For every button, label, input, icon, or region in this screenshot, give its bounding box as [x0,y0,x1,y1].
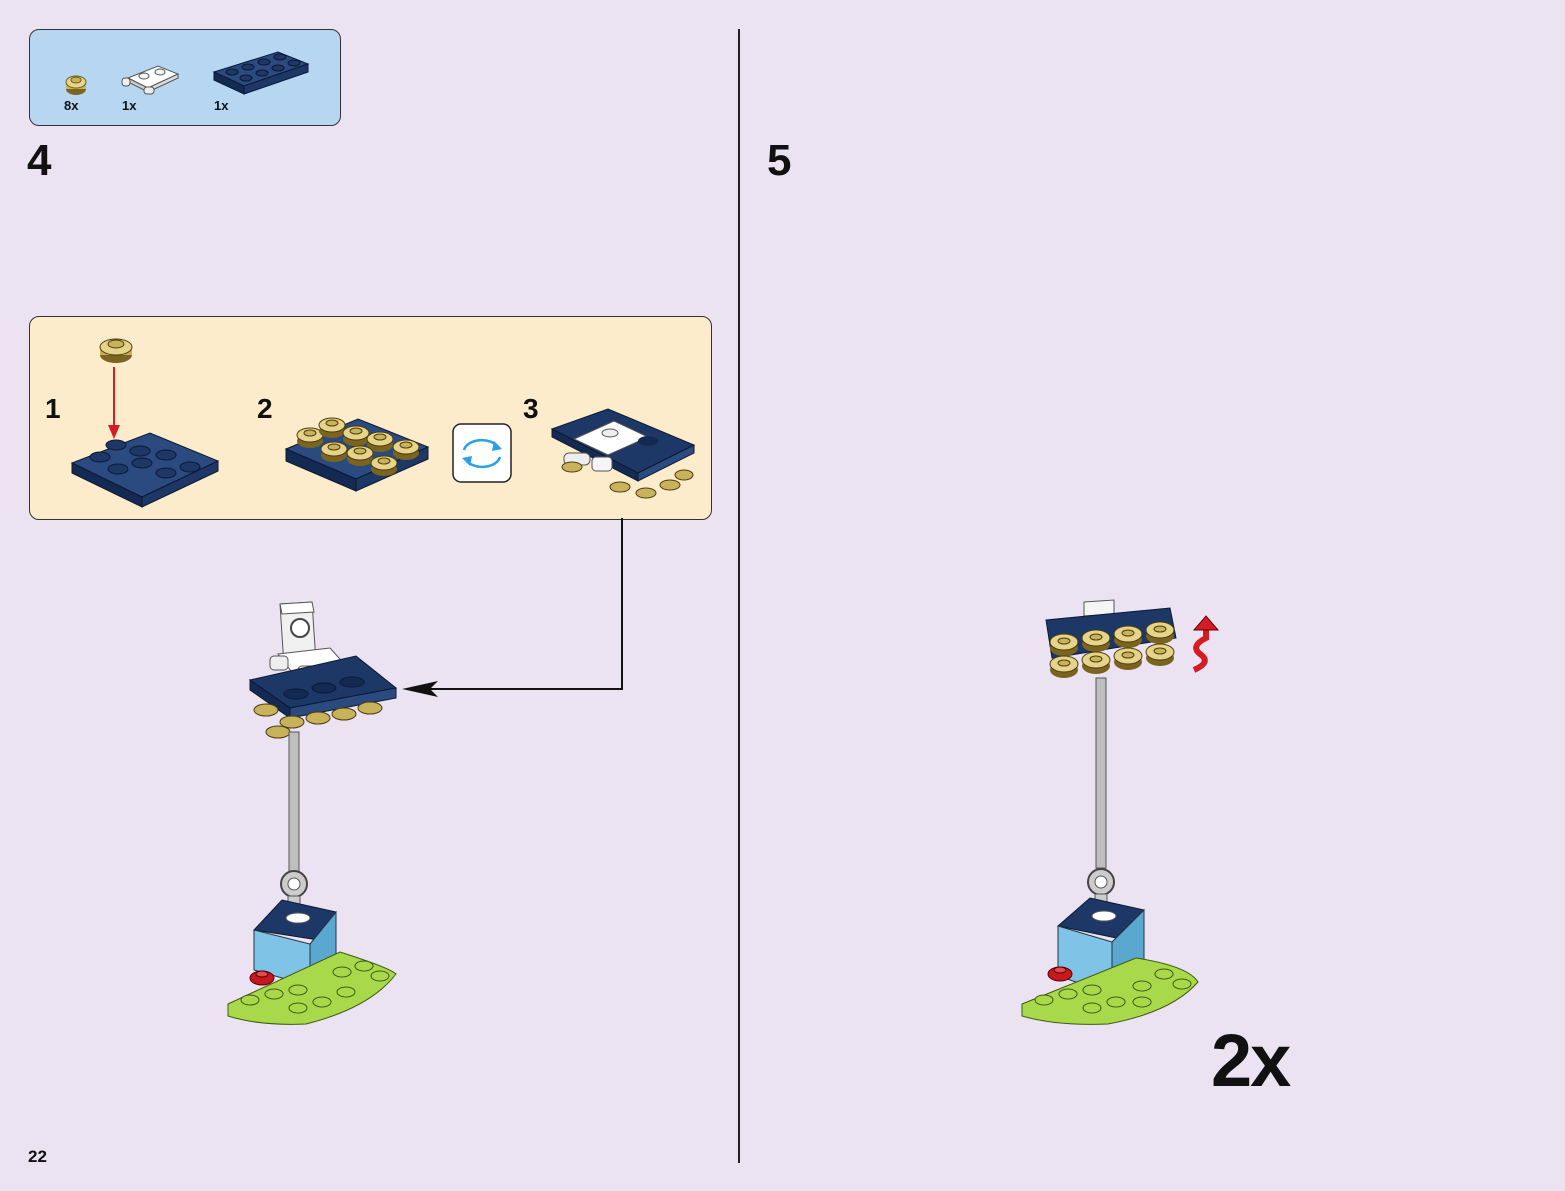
rotate-icon [452,423,512,483]
step-number: 4 [27,136,52,185]
white-handle-plate-icon [121,65,180,95]
part-count: 1x [122,98,137,113]
tilt-arrow-icon [1192,615,1220,673]
part-count: 1x [214,98,229,113]
step-5-model [1021,599,1220,1025]
blue-plate-2x4-icon [212,51,310,95]
callout-arrow [402,518,623,697]
substep-number: 2 [257,393,273,424]
substep-3-illustration [550,408,696,499]
gold-round-plate-icon [65,75,87,95]
subassembly-box: 1 2 3 [29,316,712,520]
substep-2-illustration [284,417,430,492]
substep-1-illustration [70,338,220,508]
part-count: 8x [64,98,79,113]
page-divider [738,29,740,1163]
build-multiplier: 2x [1211,1019,1291,1102]
page-number: 22 [28,1147,47,1166]
step-4-model [227,601,398,1025]
substep-number: 3 [523,393,539,424]
parts-list: 8x 1x 1x [29,29,341,126]
step-number: 5 [767,136,792,185]
substep-number: 1 [45,393,61,424]
